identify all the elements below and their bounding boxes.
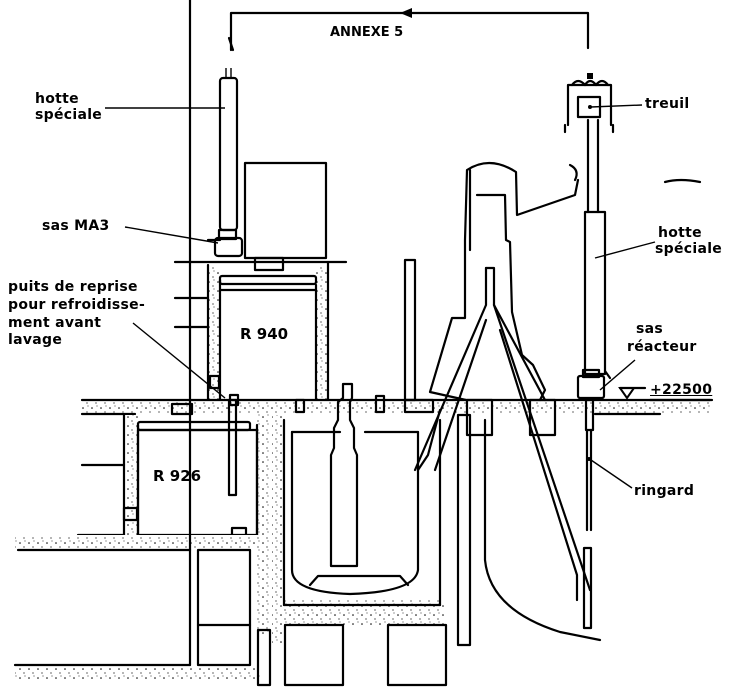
label-treuil: treuil: [645, 96, 690, 112]
fuel-assembly: [329, 382, 359, 568]
reactor-airlock: [576, 359, 636, 400]
arrow-head-icon: [400, 8, 412, 18]
label-puits-2: pour refroidisse-: [8, 297, 146, 313]
label-hotte-left-1: hotte: [35, 91, 79, 107]
transfer-path-arrow: [227, 8, 590, 52]
reactor-vessel-pit: [256, 415, 448, 687]
elevation-marker: [618, 386, 714, 402]
puits-leader-line: [132, 322, 226, 399]
r926-cell: [76, 398, 271, 635]
label-sas-reacteur-2: réacteur: [627, 339, 697, 355]
label-r940: R 940: [240, 325, 289, 343]
building-edge: [568, 163, 578, 182]
winch-assembly: [563, 73, 643, 134]
label-puits-3: ment avant: [8, 315, 102, 331]
label-hotte-right-1: hotte: [658, 225, 702, 241]
right-special-hood: [583, 118, 656, 376]
r940-cell: [173, 260, 330, 402]
left-special-hood: [105, 68, 239, 232]
guide-rod: [403, 258, 417, 402]
label-ringard: ringard: [634, 483, 695, 499]
label-puits-4: lavage: [8, 332, 63, 348]
sas-ma3-airlock: [124, 226, 244, 258]
annex-title: ANNEXE 5: [330, 25, 404, 40]
label-hotte-right-2: spéciale: [655, 241, 723, 257]
lower-left-rooms: [13, 0, 260, 680]
main-floor-slab: [80, 393, 712, 437]
label-hotte-left-2: spéciale: [35, 107, 103, 123]
label-r926: R 926: [153, 467, 202, 485]
label-elevation: +22500: [650, 382, 713, 398]
label-sas-reacteur-1: sas: [636, 321, 664, 337]
upper-cabinet: [243, 161, 328, 260]
label-sas-ma3: sas MA3: [42, 218, 110, 234]
upper-floor-slab: [173, 256, 348, 272]
roof-outline: [663, 178, 702, 184]
reactor-transfer-structure: [413, 161, 602, 647]
label-puits-1: puits de reprise: [8, 279, 138, 295]
ringard-rod: [582, 398, 633, 630]
